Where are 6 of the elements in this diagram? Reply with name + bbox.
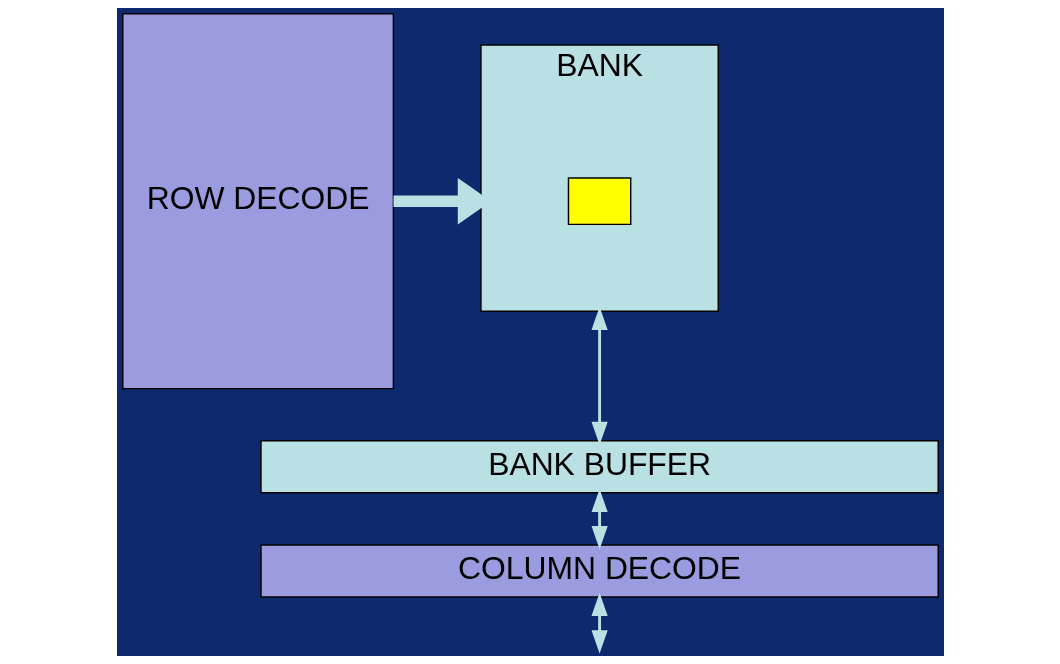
arrow — [591, 592, 608, 654]
node-box — [567, 177, 631, 226]
cluster: BANK — [479, 44, 719, 312]
node-box: BANK BUFFER — [259, 440, 939, 494]
node-box: COLUMN DECODE — [259, 544, 939, 598]
node-box: ROW DECODE — [121, 13, 394, 390]
